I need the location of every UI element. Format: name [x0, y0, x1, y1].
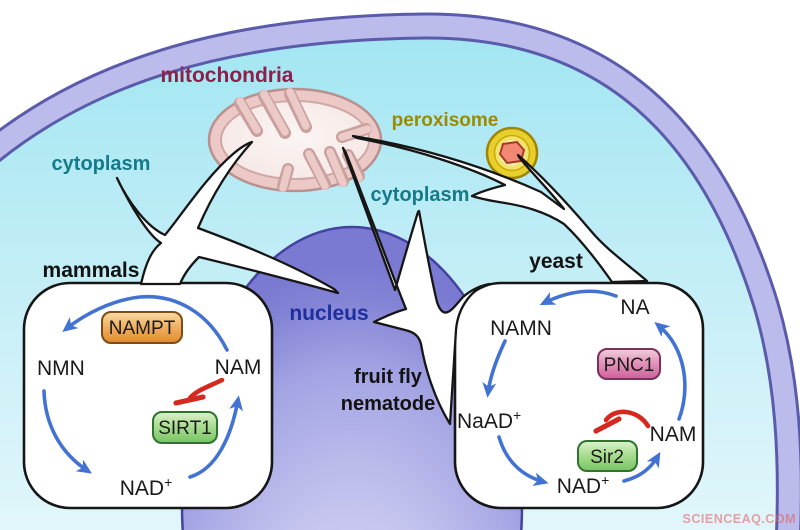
mammals-blue-arrows: [42, 294, 243, 479]
metabolite-namn: NAMN: [490, 317, 552, 340]
metabolite-nam-yeast: NAM: [650, 423, 697, 446]
metabolite-nam-mammals: NAM: [215, 356, 262, 379]
pnc1-enzyme-pill: [597, 348, 661, 380]
arrow-na-to-namn: [539, 289, 618, 306]
cytoplasm-right-label: cytoplasm: [371, 184, 470, 206]
arrow-nad-to-nam: [188, 395, 243, 479]
nucleus-label: nucleus: [289, 302, 368, 325]
metabolite-nmn: NMN: [37, 357, 85, 380]
peroxisome: [485, 126, 539, 180]
cytoplasm-left-label: cytoplasm: [52, 153, 151, 175]
sirt1-enzyme-label: SIRT1: [158, 418, 212, 439]
metabolite-nad-yeast: NAD+: [557, 472, 610, 498]
transport-arrows: [115, 134, 649, 426]
arrow-namn-to-naad: [482, 339, 507, 398]
mammals-label: mammals: [43, 259, 140, 282]
metabolite-nad-mammals: NAD+: [120, 474, 173, 500]
arrow-nmn-to-nad: [42, 389, 92, 474]
mitochondria-cristae: [234, 88, 372, 192]
yeast-blue-arrows: [482, 289, 687, 487]
yeast-pathway-box: [453, 281, 705, 510]
mitochondria: [207, 87, 383, 193]
watermark: SCIENCEAQ.COM: [683, 512, 796, 526]
sir2-inhibition-arrow: [593, 409, 651, 434]
mitochondria-label: mitochondria: [160, 64, 293, 87]
mammals-cycle: NAMPT SIRT1 NMN NAM NAD+: [37, 294, 262, 500]
arrow-nam-to-nmn: [62, 294, 229, 352]
yeast-cycle: PNC1 Sir2 NA NAMN NaAD+ NAM NAD+: [457, 289, 697, 498]
compartment-labels: mitochondria peroxisome cytoplasm cytopl…: [52, 64, 499, 325]
sir2-enzyme-label: Sir2: [590, 447, 624, 468]
sirt1-inhibition-arrow: [173, 377, 225, 406]
arrow-nad-to-nam-yeast: [622, 451, 661, 483]
middle-transport-arrow: [341, 146, 491, 426]
yeast-label: yeast: [529, 250, 583, 273]
sir2-enzyme-pill: [577, 440, 638, 472]
sirt1-enzyme-pill: [152, 411, 218, 444]
metabolite-naad: NaAD+: [457, 407, 521, 433]
pnc1-enzyme-label: PNC1: [604, 355, 655, 376]
peroxisome-label: peroxisome: [392, 110, 499, 131]
fruit-fly-label: fruit fly: [354, 366, 423, 388]
mammals-transport-arrow: [115, 140, 340, 295]
nematode-label: nematode: [341, 393, 435, 415]
metabolite-na: NA: [620, 296, 649, 319]
arrow-naad-to-nad: [497, 435, 549, 487]
nampt-enzyme-label: NAMPT: [109, 318, 176, 339]
nampt-enzyme-pill: [101, 311, 183, 344]
cell-membrane-band: [0, 15, 800, 530]
arrow-nam-to-na: [654, 321, 687, 421]
yeast-transport-arrow: [351, 134, 649, 284]
species-labels: mammals yeast fruit fly nematode: [43, 250, 583, 415]
